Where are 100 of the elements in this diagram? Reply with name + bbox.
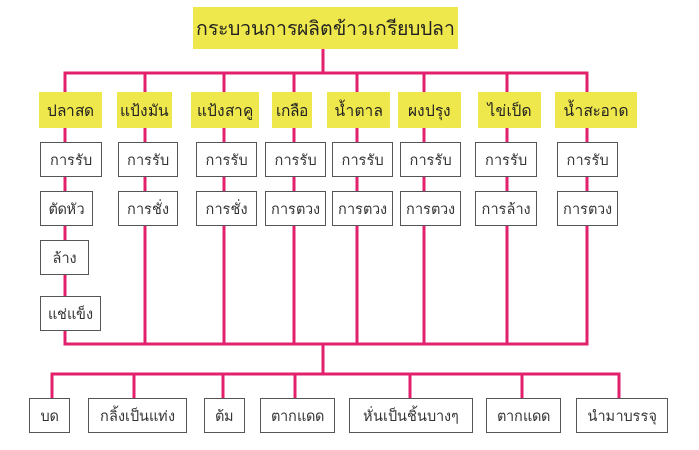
ingredient-box: น้ำสะอาด xyxy=(555,92,637,128)
connector-line xyxy=(618,374,620,398)
connector-line xyxy=(322,372,412,376)
connector-line xyxy=(294,372,324,376)
connector-line xyxy=(356,128,358,142)
step-box: การชั่ง xyxy=(196,191,257,226)
connector-line xyxy=(222,177,226,191)
connector-line xyxy=(222,128,226,142)
connector-line xyxy=(356,73,358,92)
connector-line xyxy=(422,73,426,92)
connector-line xyxy=(292,72,324,74)
ingredient-box: น้ำตาล xyxy=(327,92,390,128)
connector-line xyxy=(144,72,226,74)
step-box: การชั่ง xyxy=(118,191,178,226)
connector-line xyxy=(222,342,296,346)
connector-line xyxy=(586,128,588,142)
connector-line xyxy=(586,73,588,92)
step-box: ตัดหัว xyxy=(40,191,93,226)
connector-line xyxy=(222,72,296,74)
ingredient-box: แป้งสาคู xyxy=(191,92,259,128)
step-box: การรับ xyxy=(557,142,618,177)
step-box: การตวง xyxy=(400,191,461,226)
connector-line xyxy=(292,226,296,344)
connector-line xyxy=(356,72,426,74)
connector-line xyxy=(132,374,136,398)
connector-line xyxy=(506,226,508,344)
connector-line xyxy=(506,72,588,74)
connector-line xyxy=(422,342,508,346)
step-box: การรับ xyxy=(196,142,257,177)
connector-line xyxy=(64,275,66,296)
process-box: ตากแดด xyxy=(486,398,561,433)
step-box: การตวง xyxy=(265,191,326,226)
connector-line xyxy=(64,73,66,92)
connector-line xyxy=(506,177,508,191)
connector-line xyxy=(64,342,146,346)
step-box: การรับ xyxy=(475,142,537,177)
connector-line xyxy=(422,72,508,74)
connector-line xyxy=(322,72,358,74)
connector-line xyxy=(292,177,296,191)
step-box: การรับ xyxy=(400,142,461,177)
connector-line xyxy=(292,73,296,92)
connector-line xyxy=(586,177,588,191)
connector-line xyxy=(64,72,146,74)
connector-line xyxy=(64,177,66,191)
step-box: แช่แข็ง xyxy=(40,296,101,331)
connector-line xyxy=(144,177,146,191)
process-box: บด xyxy=(29,398,70,433)
connector-line xyxy=(222,372,296,376)
process-box: ตากแดด xyxy=(260,398,335,433)
process-box: หั่นเป็นชิ้นบางๆ xyxy=(349,398,473,433)
ingredient-box: ปลาสด xyxy=(39,92,102,128)
ingredient-box: แป้งมัน xyxy=(117,92,172,128)
connector-line xyxy=(132,372,224,376)
connector-line xyxy=(356,226,358,344)
ingredient-box: ไข่เป็ด xyxy=(478,92,541,128)
connector-line xyxy=(222,374,224,398)
ingredient-box: เกลือ xyxy=(272,92,312,128)
connector-line xyxy=(422,177,426,191)
step-box: ล้าง xyxy=(40,240,89,275)
connector-line xyxy=(292,342,324,346)
connector-line xyxy=(322,344,324,374)
connector-line xyxy=(422,128,426,142)
connector-line xyxy=(50,374,54,398)
connector-line xyxy=(356,177,358,191)
step-box: การรับ xyxy=(332,142,393,177)
ingredient-box: ผงปรุง xyxy=(398,92,461,128)
connector-line xyxy=(506,342,588,346)
step-box: การตวง xyxy=(332,191,393,226)
connector-line xyxy=(506,73,508,92)
connector-line xyxy=(144,226,146,344)
connector-line xyxy=(356,342,426,346)
connector-line xyxy=(64,226,66,240)
connector-line xyxy=(144,342,226,346)
step-box: การรับ xyxy=(40,142,102,177)
connector-line xyxy=(520,374,524,398)
step-box: การรับ xyxy=(265,142,326,177)
connector-line xyxy=(586,226,588,344)
step-box: การล้าง xyxy=(475,191,537,226)
process-box: ต้ม xyxy=(204,398,245,433)
connector-line xyxy=(222,226,226,344)
connector-line xyxy=(520,372,620,376)
connector-line xyxy=(294,374,296,398)
connector-line xyxy=(292,128,296,142)
connector-line xyxy=(322,49,324,73)
connector-line xyxy=(144,128,146,142)
connector-line xyxy=(506,128,508,142)
title-box: กระบวนการผลิตข้าวเกรียบปลา xyxy=(193,7,458,49)
connector-line xyxy=(144,73,146,92)
connector-line xyxy=(422,226,426,344)
step-box: การรับ xyxy=(118,142,178,177)
connector-line xyxy=(322,342,358,346)
connector-line xyxy=(50,372,136,376)
connector-line xyxy=(64,331,66,344)
process-box: นำมาบรรจุ xyxy=(576,398,668,433)
connector-line xyxy=(222,73,226,92)
process-box: กลิ้งเป็นแท่ง xyxy=(88,398,187,433)
connector-line xyxy=(64,128,66,142)
step-box: การตวง xyxy=(557,191,618,226)
connector-line xyxy=(408,374,412,398)
connector-line xyxy=(408,372,524,376)
